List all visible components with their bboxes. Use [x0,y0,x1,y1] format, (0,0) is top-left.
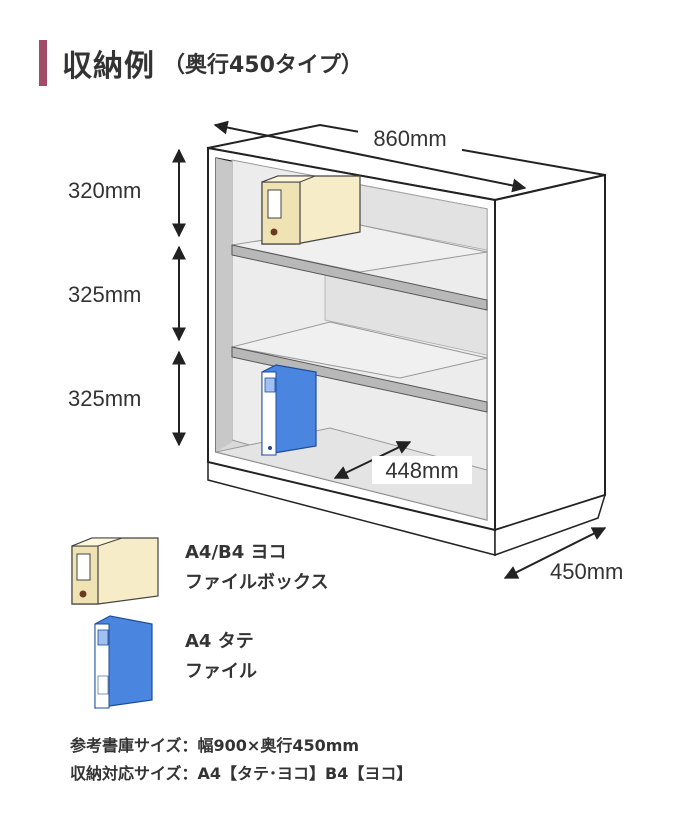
cabinet-left-wall [216,158,232,452]
shelf-lower-top [231,321,488,379]
width-label-bg [358,123,462,151]
yellow-file-box-icon [71,537,159,605]
page-title-sub: （奥行450タイプ） [163,53,363,78]
outer-depth-label: 450mm [550,559,623,584]
shelf-upper-edge [231,244,488,311]
legend-item-file-box: A4/B4 ヨコ ファイルボックス [185,538,328,598]
title-accent-bar [39,40,47,86]
page-title-main: 収納例 [62,49,155,84]
height-label-top: 320mm [68,178,141,203]
width-dimension-arrow [213,120,527,193]
height-label-bottom: 325mm [68,386,141,411]
shelf-lower-edge [231,346,488,413]
legend-binder-line1: A4 タテ [185,631,254,652]
blue-binder-icon [94,615,153,709]
legend-binder-line2: ファイル [185,661,257,682]
legend-file-box-line1: A4/B4 ヨコ [185,542,287,563]
height-label-middle: 325mm [68,282,141,307]
cabinet-diagram: 860mm 320mm 325mm 325mm 448mm 450mm [68,120,623,584]
page-title: 収納例 （奥行450タイプ） [62,40,363,86]
inner-depth-label-bg [372,456,472,484]
binder-illustration [261,364,317,456]
legend-item-binder: A4 タテ ファイル [185,627,257,687]
file-box-illustration [261,175,361,245]
reference-size-note: 参考書庫サイズ：幅900×奥行450mm [70,736,360,755]
compatible-size-note: 収納対応サイズ：A4【タテ･ヨコ】B4【ヨコ】 [70,764,413,783]
legend-file-box-line2: ファイルボックス [185,572,329,593]
cabinet-side [494,173,606,532]
inner-depth-label: 448mm [385,458,458,483]
outer-depth-arrow [503,527,607,579]
width-label: 860mm [373,126,446,151]
